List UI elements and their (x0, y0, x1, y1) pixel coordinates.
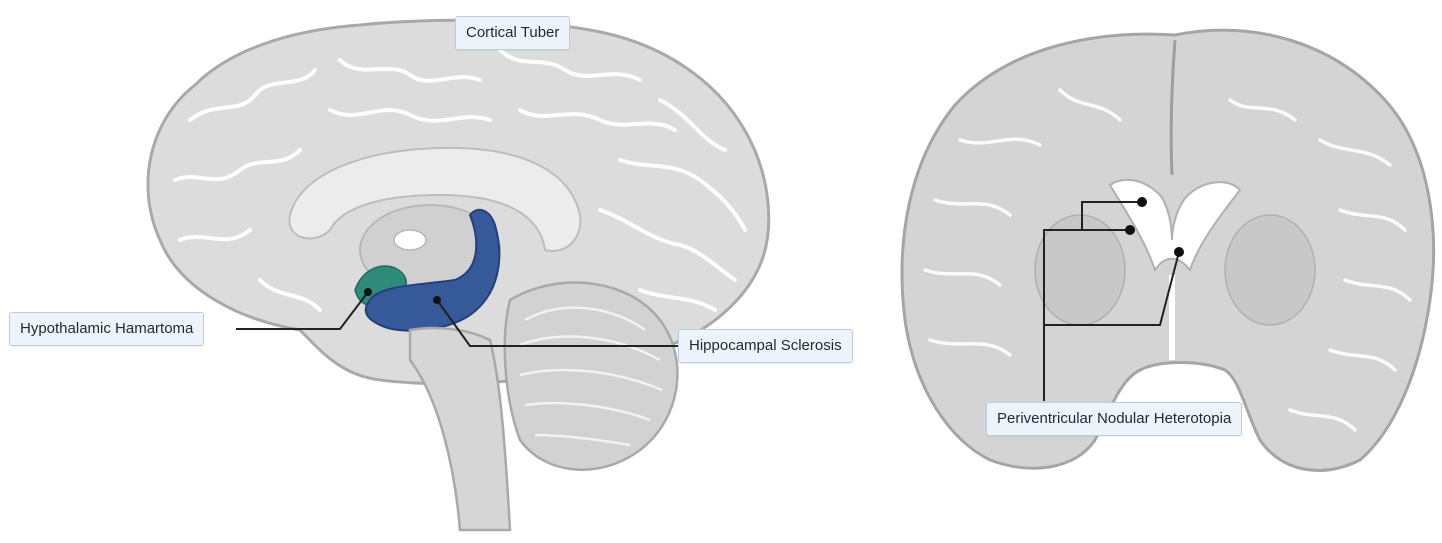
hamartoma-marker (364, 288, 372, 296)
cortical-tuber-label: Cortical Tuber (455, 16, 570, 50)
hippocampal-marker (433, 296, 441, 304)
periventricular-nodular-heterotopia-label: Periventricular Nodular Heterotopia (986, 402, 1242, 436)
basal-ganglia-left (1035, 215, 1125, 325)
heterotopia-marker-2 (1125, 225, 1135, 235)
interthalamic-adhesion (394, 230, 426, 250)
cerebellum (505, 283, 678, 470)
hippocampal-sclerosis-label: Hippocampal Sclerosis (678, 329, 853, 363)
basal-ganglia-right (1225, 215, 1315, 325)
heterotopia-marker-1 (1137, 197, 1147, 207)
heterotopia-marker-3 (1174, 247, 1184, 257)
brainstem (410, 328, 510, 530)
hypothalamic-hamartoma-label: Hypothalamic Hamartoma (9, 312, 204, 346)
sagittal-brain (148, 20, 769, 530)
